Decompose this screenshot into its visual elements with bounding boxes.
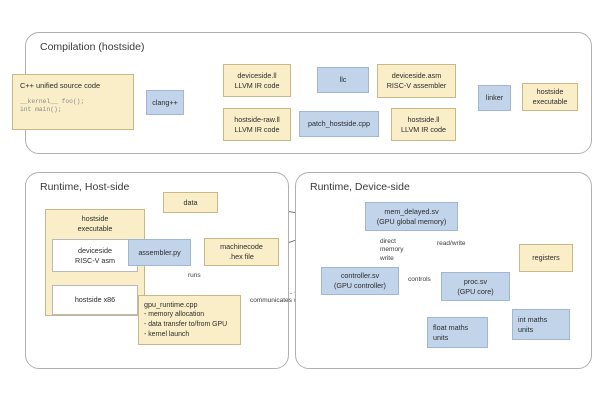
data-label: data [183,197,198,207]
deviceside-ll-label: deviceside.ll LLVM IR code [234,70,280,90]
node-assembler-py[interactable]: assembler.py [128,239,191,266]
deviceside-riscv-asm-label: deviceside RISC-V asm [75,245,115,265]
hostside-executable-group-label: hostside executable [77,214,113,233]
patch-hostside-label: patch_hostside.cpp [308,119,370,129]
node-hostside-ll[interactable]: hostside.ll LLVM IR code [391,108,456,141]
node-deviceside-asm[interactable]: deviceside.asm RISC-V assembler [377,64,456,98]
int-maths-units-label: int maths units [518,314,548,334]
label-direct-memory-write: direct memory write [380,238,404,262]
panel-runtime-host-title: Runtime, Host-side [40,181,130,193]
node-registers[interactable]: registers [519,244,573,272]
hostside-raw-ll-label: hostside-raw.ll LLVM IR code [234,114,280,134]
node-patch-hostside[interactable]: patch_hostside.cpp [299,111,379,137]
node-deviceside-ll[interactable]: deviceside.ll LLVM IR code [223,64,291,97]
node-machinecode-hex[interactable]: machinecode .hex file [204,238,279,266]
node-proc-sv[interactable]: proc.sv (GPU core) [441,272,510,301]
panel-runtime-device-title: Runtime, Device-side [310,181,410,193]
node-llc[interactable]: llc [317,67,369,93]
label-read-write: read/write [437,240,466,247]
label-controls: controls [407,276,432,285]
label-runs: runs [188,272,201,279]
node-deviceside-riscv-asm[interactable]: deviceside RISC-V asm [52,239,138,272]
linker-label: linker [485,93,504,103]
mem-delayed-label: mem_delayed.sv (GPU global memory) [376,206,447,226]
llc-label: llc [339,75,347,85]
proc-sv-label: proc.sv (GPU core) [457,276,494,296]
node-linker[interactable]: linker [478,85,511,111]
node-mem-delayed[interactable]: mem_delayed.sv (GPU global memory) [365,202,458,231]
node-cpp-source[interactable]: C++ unified source code __kernel__ foo()… [12,74,134,130]
hostside-x86-label: hostside x86 [74,295,116,305]
node-hostside-raw-ll[interactable]: hostside-raw.ll LLVM IR code [223,108,291,141]
panel-compilation-title: Compilation (hostside) [40,41,145,53]
node-int-maths-units[interactable]: int maths units [512,309,570,340]
cpp-source-title: C++ unified source code [20,81,101,90]
controller-sv-label: controller.sv (GPU controller) [334,271,386,290]
float-maths-units-label: float maths units [433,322,469,342]
node-gpu-runtime-cpp[interactable]: gpu_runtime.cpp - memory allocation - da… [138,295,241,345]
node-clang[interactable]: clang++ [146,90,184,115]
gpu-runtime-title: gpu_runtime.cpp [144,300,198,309]
registers-label: registers [532,253,560,263]
machinecode-hex-label: machinecode .hex file [220,242,263,261]
deviceside-asm-label: deviceside.asm RISC-V assembler [386,71,447,90]
hostside-ll-label: hostside.ll LLVM IR code [400,114,446,134]
cpp-source-code: __kernel__ foo(); int main(); [20,97,85,114]
node-hostside-x86[interactable]: hostside x86 [52,285,138,315]
clang-label: clang++ [152,97,178,107]
assembler-py-label: assembler.py [138,247,181,257]
gpu-runtime-items: - memory allocation - data transfer to/f… [144,310,228,338]
node-float-maths-units[interactable]: float maths units [427,317,488,348]
node-hostside-executable[interactable]: hostside executable [522,83,578,111]
hostside-executable-label: hostside executable [532,87,568,106]
node-controller-sv[interactable]: controller.sv (GPU controller) [321,267,399,295]
node-data[interactable]: data [163,192,218,213]
